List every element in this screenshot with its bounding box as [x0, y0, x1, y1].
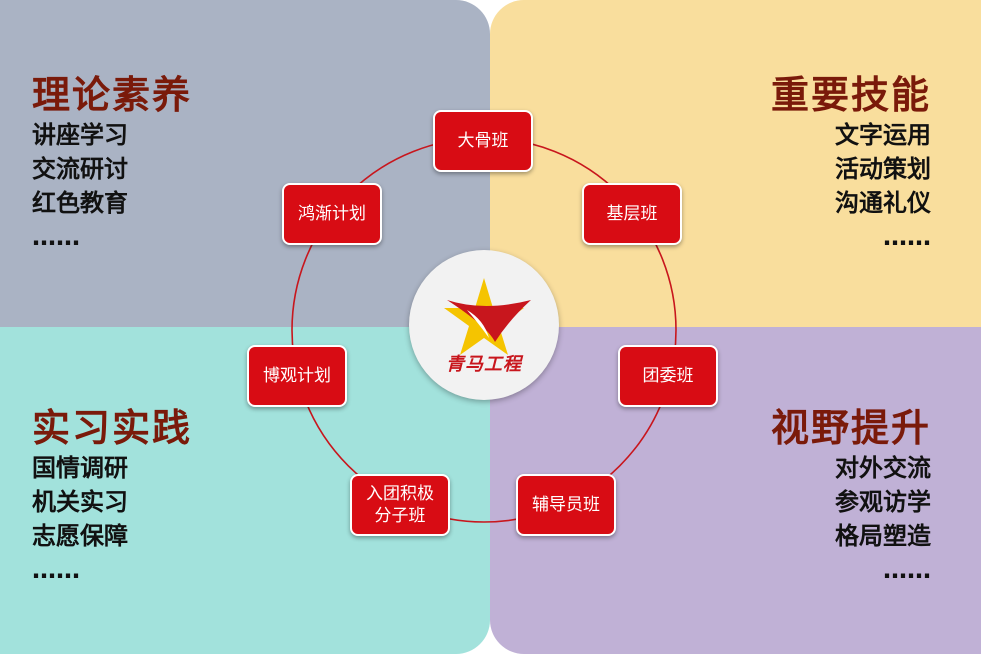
- node-boguan[interactable]: 博观计划: [247, 345, 347, 407]
- node-label: 团委班: [642, 366, 694, 386]
- skills-more: ……: [883, 223, 931, 251]
- node-hongjian[interactable]: 鸿渐计划: [282, 183, 382, 245]
- quadrant-skills: [490, 0, 981, 327]
- theory-title: 理论素养: [32, 73, 193, 117]
- vision-title: 视野提升: [770, 406, 931, 450]
- vision-more: ……: [883, 556, 931, 584]
- center-logo: 青马工程: [409, 250, 559, 400]
- node-label: 大骨班: [457, 131, 509, 151]
- node-label: 基层班: [606, 204, 658, 224]
- theory-item: 红色教育: [32, 189, 128, 217]
- theory-block: 理论素养 讲座学习 交流研讨 红色教育 ……: [32, 72, 192, 254]
- node-jiceng[interactable]: 基层班: [582, 183, 682, 245]
- practice-block: 实习实践 国情调研 机关实习 志愿保障 ……: [32, 405, 192, 587]
- node-label: 辅导员班: [532, 495, 600, 515]
- vision-item: 对外交流: [835, 454, 931, 482]
- vision-item: 参观访学: [835, 488, 931, 516]
- node-dagu[interactable]: 大骨班: [433, 110, 533, 172]
- skills-item: 活动策划: [835, 155, 931, 183]
- skills-title: 重要技能: [770, 73, 931, 117]
- center-label: 青马工程: [446, 354, 522, 375]
- skills-item: 沟通礼仪: [835, 189, 931, 217]
- node-label: 入团积极分子班: [366, 484, 434, 526]
- vision-item: 格局塑造: [835, 522, 931, 550]
- star-logo-icon: [444, 278, 531, 355]
- practice-item: 机关实习: [32, 488, 128, 516]
- skills-item: 文字运用: [835, 121, 931, 149]
- node-fudaoyuan[interactable]: 辅导员班: [516, 474, 616, 536]
- node-tuanwei[interactable]: 团委班: [618, 345, 718, 407]
- practice-more: ……: [32, 556, 80, 584]
- theory-item: 讲座学习: [32, 121, 128, 149]
- quadrant-theory: [0, 0, 490, 327]
- theory-more: ……: [32, 223, 80, 251]
- theory-item: 交流研讨: [32, 155, 128, 183]
- node-rutuan[interactable]: 入团积极分子班: [350, 474, 450, 536]
- practice-item: 国情调研: [32, 454, 128, 482]
- practice-title: 实习实践: [32, 406, 193, 450]
- node-label: 鸿渐计划: [298, 204, 366, 224]
- node-label: 博观计划: [263, 366, 331, 386]
- vision-block: 视野提升 对外交流 参观访学 格局塑造 ……: [771, 405, 931, 587]
- skills-block: 重要技能 文字运用 活动策划 沟通礼仪 ……: [771, 72, 931, 254]
- practice-item: 志愿保障: [32, 522, 128, 550]
